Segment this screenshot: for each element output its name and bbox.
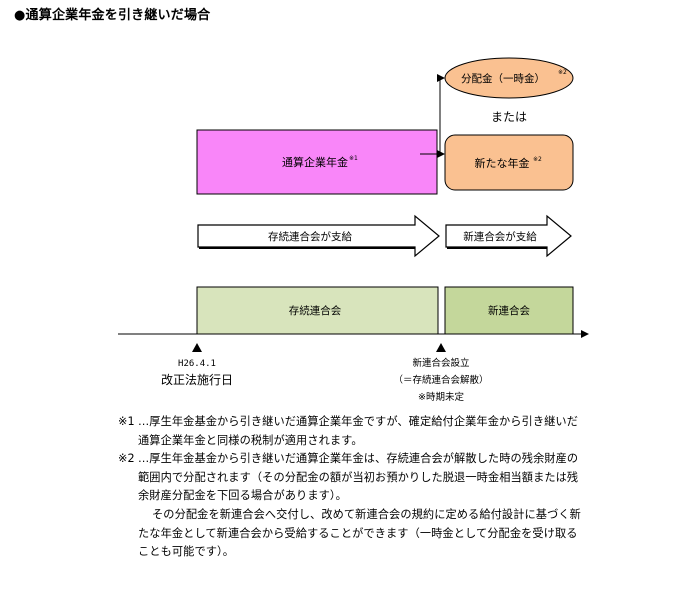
enforcement-date: H26.4.1 (178, 359, 216, 369)
page-heading: ●通算企業年金を引き継いだ場合 (14, 8, 211, 23)
lump-sum-ellipse (444, 57, 574, 99)
establishment-marker (436, 343, 446, 352)
new-federation-pays-label: 新連合会が支給 (463, 230, 537, 243)
new-federation-bar (444, 286, 574, 335)
new-pension-label: 新たな年金 (475, 156, 530, 170)
new-pension-box (444, 134, 574, 191)
enforcement-date-label: 改正法施行日 (161, 373, 233, 387)
enforcement-date-marker (192, 343, 202, 352)
footnote-1-text: …厚生年金基金から引き継いだ通算企業年金ですが、確定給付企業年金から引き継いだ通… (138, 415, 578, 447)
lump-sum-label: 分配金（一時金） (461, 72, 545, 85)
timing-undecided-label: ※時期未定 (418, 391, 464, 403)
surviving-federation-bar (196, 286, 439, 335)
footnote-1-mark: ※1 (118, 415, 135, 428)
tsusan-pension-note-mark: ※1 (349, 155, 358, 162)
new-federation-label: 新連合会 (488, 304, 530, 317)
tsusan-pension-box (196, 129, 438, 195)
dissolution-label: （＝存続連合会解散） (393, 374, 488, 386)
lump-sum-note-mark: ※2 (558, 69, 567, 76)
surviving-federation-pays-label: 存続連合会が支給 (268, 230, 352, 243)
pension-transfer-diagram: 分配金（一時金） ※2 または 通算企業年金 ※1 新たな年金 ※2 存続連合会… (118, 57, 589, 403)
footnotes: ※1 …厚生年金基金から引き継いだ通算企業年金ですが、確定給付企業年金から引き継… (118, 413, 588, 562)
establishment-label: 新連合会設立 (412, 357, 469, 369)
or-label: または (491, 110, 527, 124)
surviving-federation-label: 存続連合会 (289, 304, 342, 317)
footnote-2-text: …厚生年金基金から引き継いだ通算企業年金は、存続連合会が解散した時の残余財産の範… (138, 452, 579, 503)
footnote-2: ※2 …厚生年金基金から引き継いだ通算企業年金は、存続連合会が解散した時の残余財… (118, 450, 588, 562)
tsusan-pension-label: 通算企業年金 (282, 155, 348, 169)
footnote-2-mark: ※2 (118, 452, 135, 466)
footnote-1: ※1 …厚生年金基金から引き継いだ通算企業年金ですが、確定給付企業年金から引き継… (118, 413, 588, 450)
footnote-2-text-continued: その分配金を新連合会へ交付し、改めて新連合会の規約に定める給付設計に基づく新たな… (138, 507, 581, 559)
new-pension-note-mark: ※2 (533, 156, 542, 163)
